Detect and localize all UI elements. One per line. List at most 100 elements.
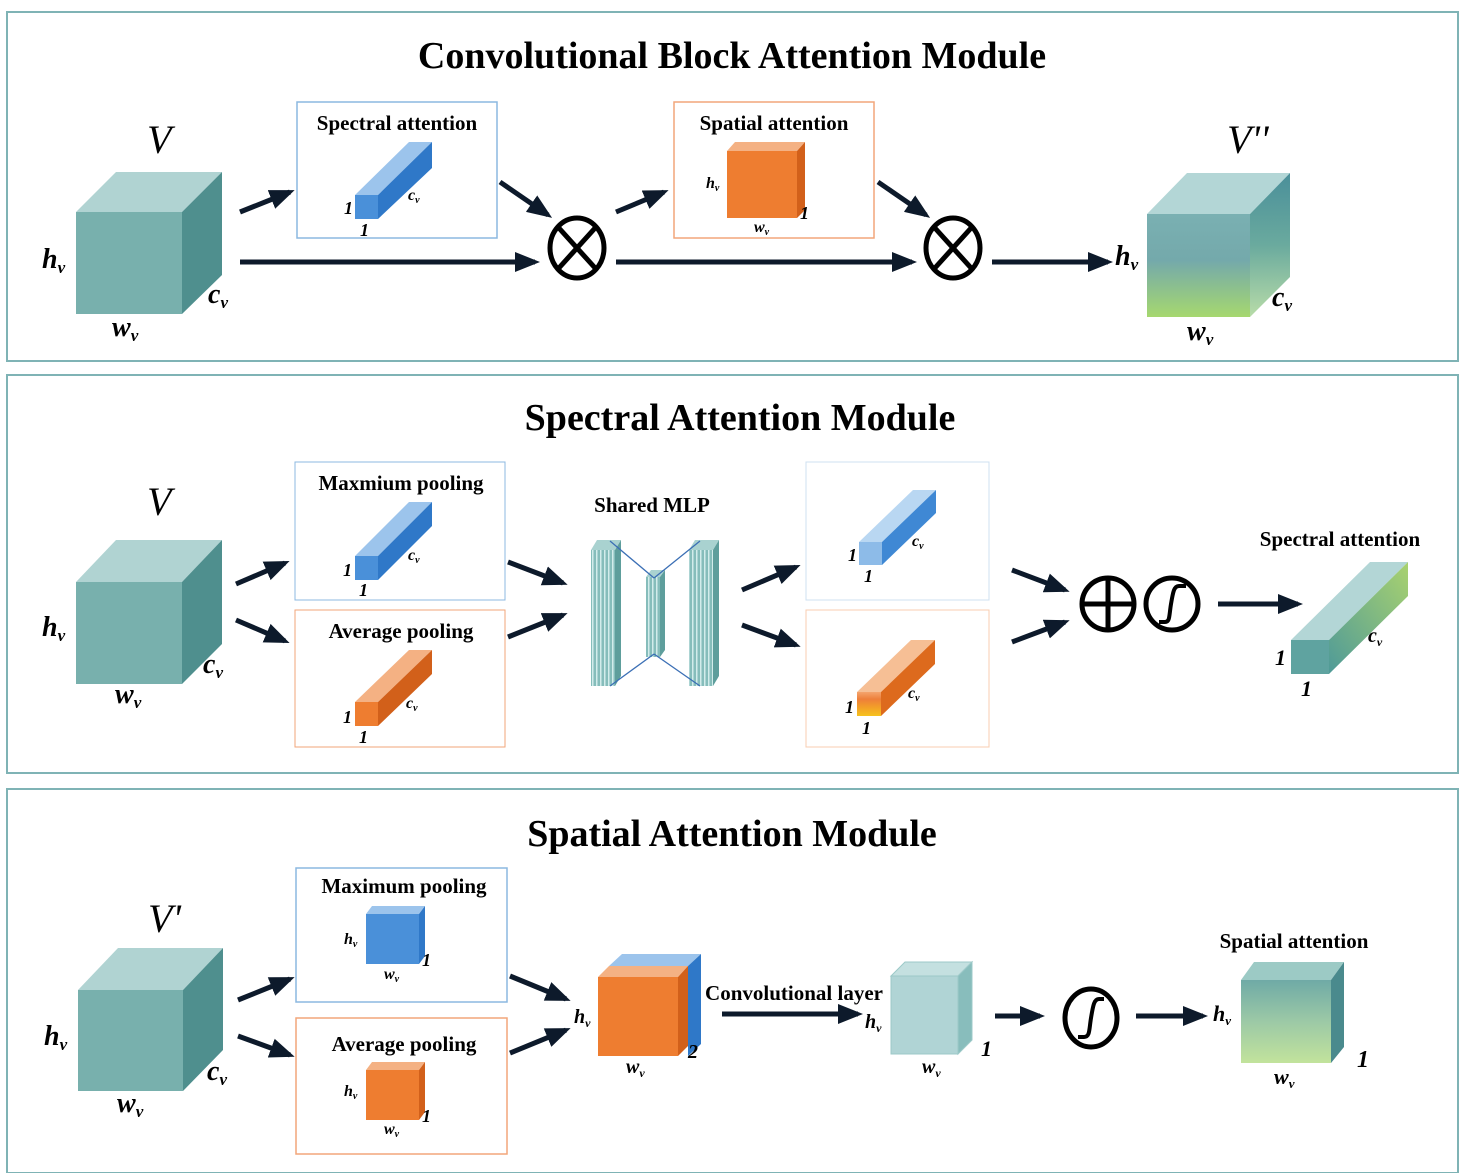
svg-text:cv: cv [408,547,420,566]
dim-1: 1 [1357,1047,1369,1073]
svg-text:hv: hv [344,931,358,950]
arrow [235,617,290,644]
arrow [237,976,295,1003]
dim-label-h: hv [1213,1001,1231,1028]
dim-1: 1 [360,220,369,240]
concatenated-map [598,954,701,1056]
arrow [237,1033,295,1058]
input-cube-v-prime [78,948,223,1091]
svg-text:hv: hv [865,1011,882,1035]
dim-label-w: wv [1274,1064,1295,1091]
multiply-operator-icon [547,215,607,281]
mlp-output-vector-orange [857,640,935,716]
svg-text:wv: wv [112,312,139,345]
svg-text:hv: hv [706,175,720,194]
svg-text:cv: cv [408,187,420,206]
spatial-title: Spatial Attention Module [527,813,937,855]
input-label: V [147,117,176,162]
svg-text:cv: cv [208,279,228,312]
arrow [615,189,669,215]
shared-mlp-icon [591,540,719,687]
output-cube-v2 [1147,173,1290,317]
svg-text:cv: cv [203,649,223,682]
shared-mlp-label: Shared MLP [594,493,710,517]
dim-label-c: cv [406,695,418,714]
dim-1: 1 [359,580,368,600]
dim-label-h: hv [344,1083,358,1102]
svg-text:wv: wv [384,1121,400,1140]
svg-text:hv: hv [1213,1001,1231,1028]
dim-label-w: wv [922,1056,941,1080]
dim-label-c: cv [408,187,420,206]
arrow [507,559,568,586]
dim-label-w: wv [754,219,770,238]
dim-label-w: wv [384,966,400,985]
svg-text:wv: wv [922,1056,941,1080]
sigmoid-operator-icon [1143,575,1201,633]
spectral-title: Spectral Attention Module [525,397,956,439]
spatial-panel: Spatial Attention Module V' hv cv wv Max… [6,788,1459,1173]
svg-text:cv: cv [207,1056,227,1089]
dim-label-h: hv [44,1021,68,1054]
dim-label-w: wv [626,1056,645,1080]
dim-label-c: cv [208,279,228,312]
dim-1: 1 [343,707,352,727]
mlp-output-vector-blue [859,490,936,565]
arrow [509,1027,571,1056]
dim-label-h: hv [344,931,358,950]
cbam-panel: Convolutional Block Attention Module V h… [6,11,1459,362]
max-pooling-title: Maximum pooling [321,874,487,898]
dim-label-c: cv [908,685,920,704]
svg-text:hv: hv [574,1006,591,1030]
dim-label-h: hv [865,1011,882,1035]
spectral-panel: Spectral Attention Module V hv cv wv Max… [6,374,1459,774]
average-pooling-title: Average pooling [329,619,474,643]
add-operator-icon [1079,575,1137,633]
sigmoid-operator-icon [1062,986,1120,1050]
svg-text:wv: wv [626,1056,645,1080]
svg-text:hv: hv [44,1021,68,1054]
svg-text:hv: hv [1115,241,1139,274]
svg-text:wv: wv [1187,316,1214,349]
dim-label-c: cv [207,1056,227,1089]
spatial-output-title: Spatial attention [1220,929,1369,953]
dim-label-c: cv [1272,282,1292,315]
dim-label-c: cv [1368,625,1383,649]
svg-text:cv: cv [406,695,418,714]
spectral-output-title: Spectral attention [1260,527,1421,551]
max-pooling-title: Maxmium pooling [318,471,484,495]
dim-1: 1 [1301,676,1312,701]
dim-1: 1 [981,1036,992,1061]
input-cube-v [76,540,222,684]
dim-1: 1 [422,950,431,970]
input-label: V [147,479,176,524]
svg-text:cv: cv [1272,282,1292,315]
panel-border [6,11,1459,362]
dim-1: 1 [862,718,871,738]
svg-text:cv: cv [908,685,920,704]
svg-text:hv: hv [42,244,66,277]
svg-text:wv: wv [115,679,142,712]
dim-label-h: hv [1115,241,1139,274]
dim-1: 1 [1275,645,1286,670]
svg-text:wv: wv [1274,1064,1295,1091]
dim-label-w: wv [117,1088,144,1121]
conv-output-map [889,960,974,1056]
svg-text:wv: wv [384,966,400,985]
dim-1: 1 [344,198,353,218]
spectral-vector-blue [355,142,432,219]
dim-label-c: cv [203,649,223,682]
dim-label-w: wv [384,1121,400,1140]
dim-1: 1 [343,560,352,580]
dim-label-h: hv [706,175,720,194]
conv-layer-label: Convolutional layer [705,981,883,1005]
arrow [498,179,553,218]
cbam-title: Convolutional Block Attention Module [418,35,1046,77]
arrow [1011,619,1070,645]
svg-text:cv: cv [912,533,924,552]
arrow [1011,567,1070,593]
svg-text:wv: wv [117,1088,144,1121]
svg-text:wv: wv [754,219,770,238]
dim-label-w: wv [112,312,139,345]
